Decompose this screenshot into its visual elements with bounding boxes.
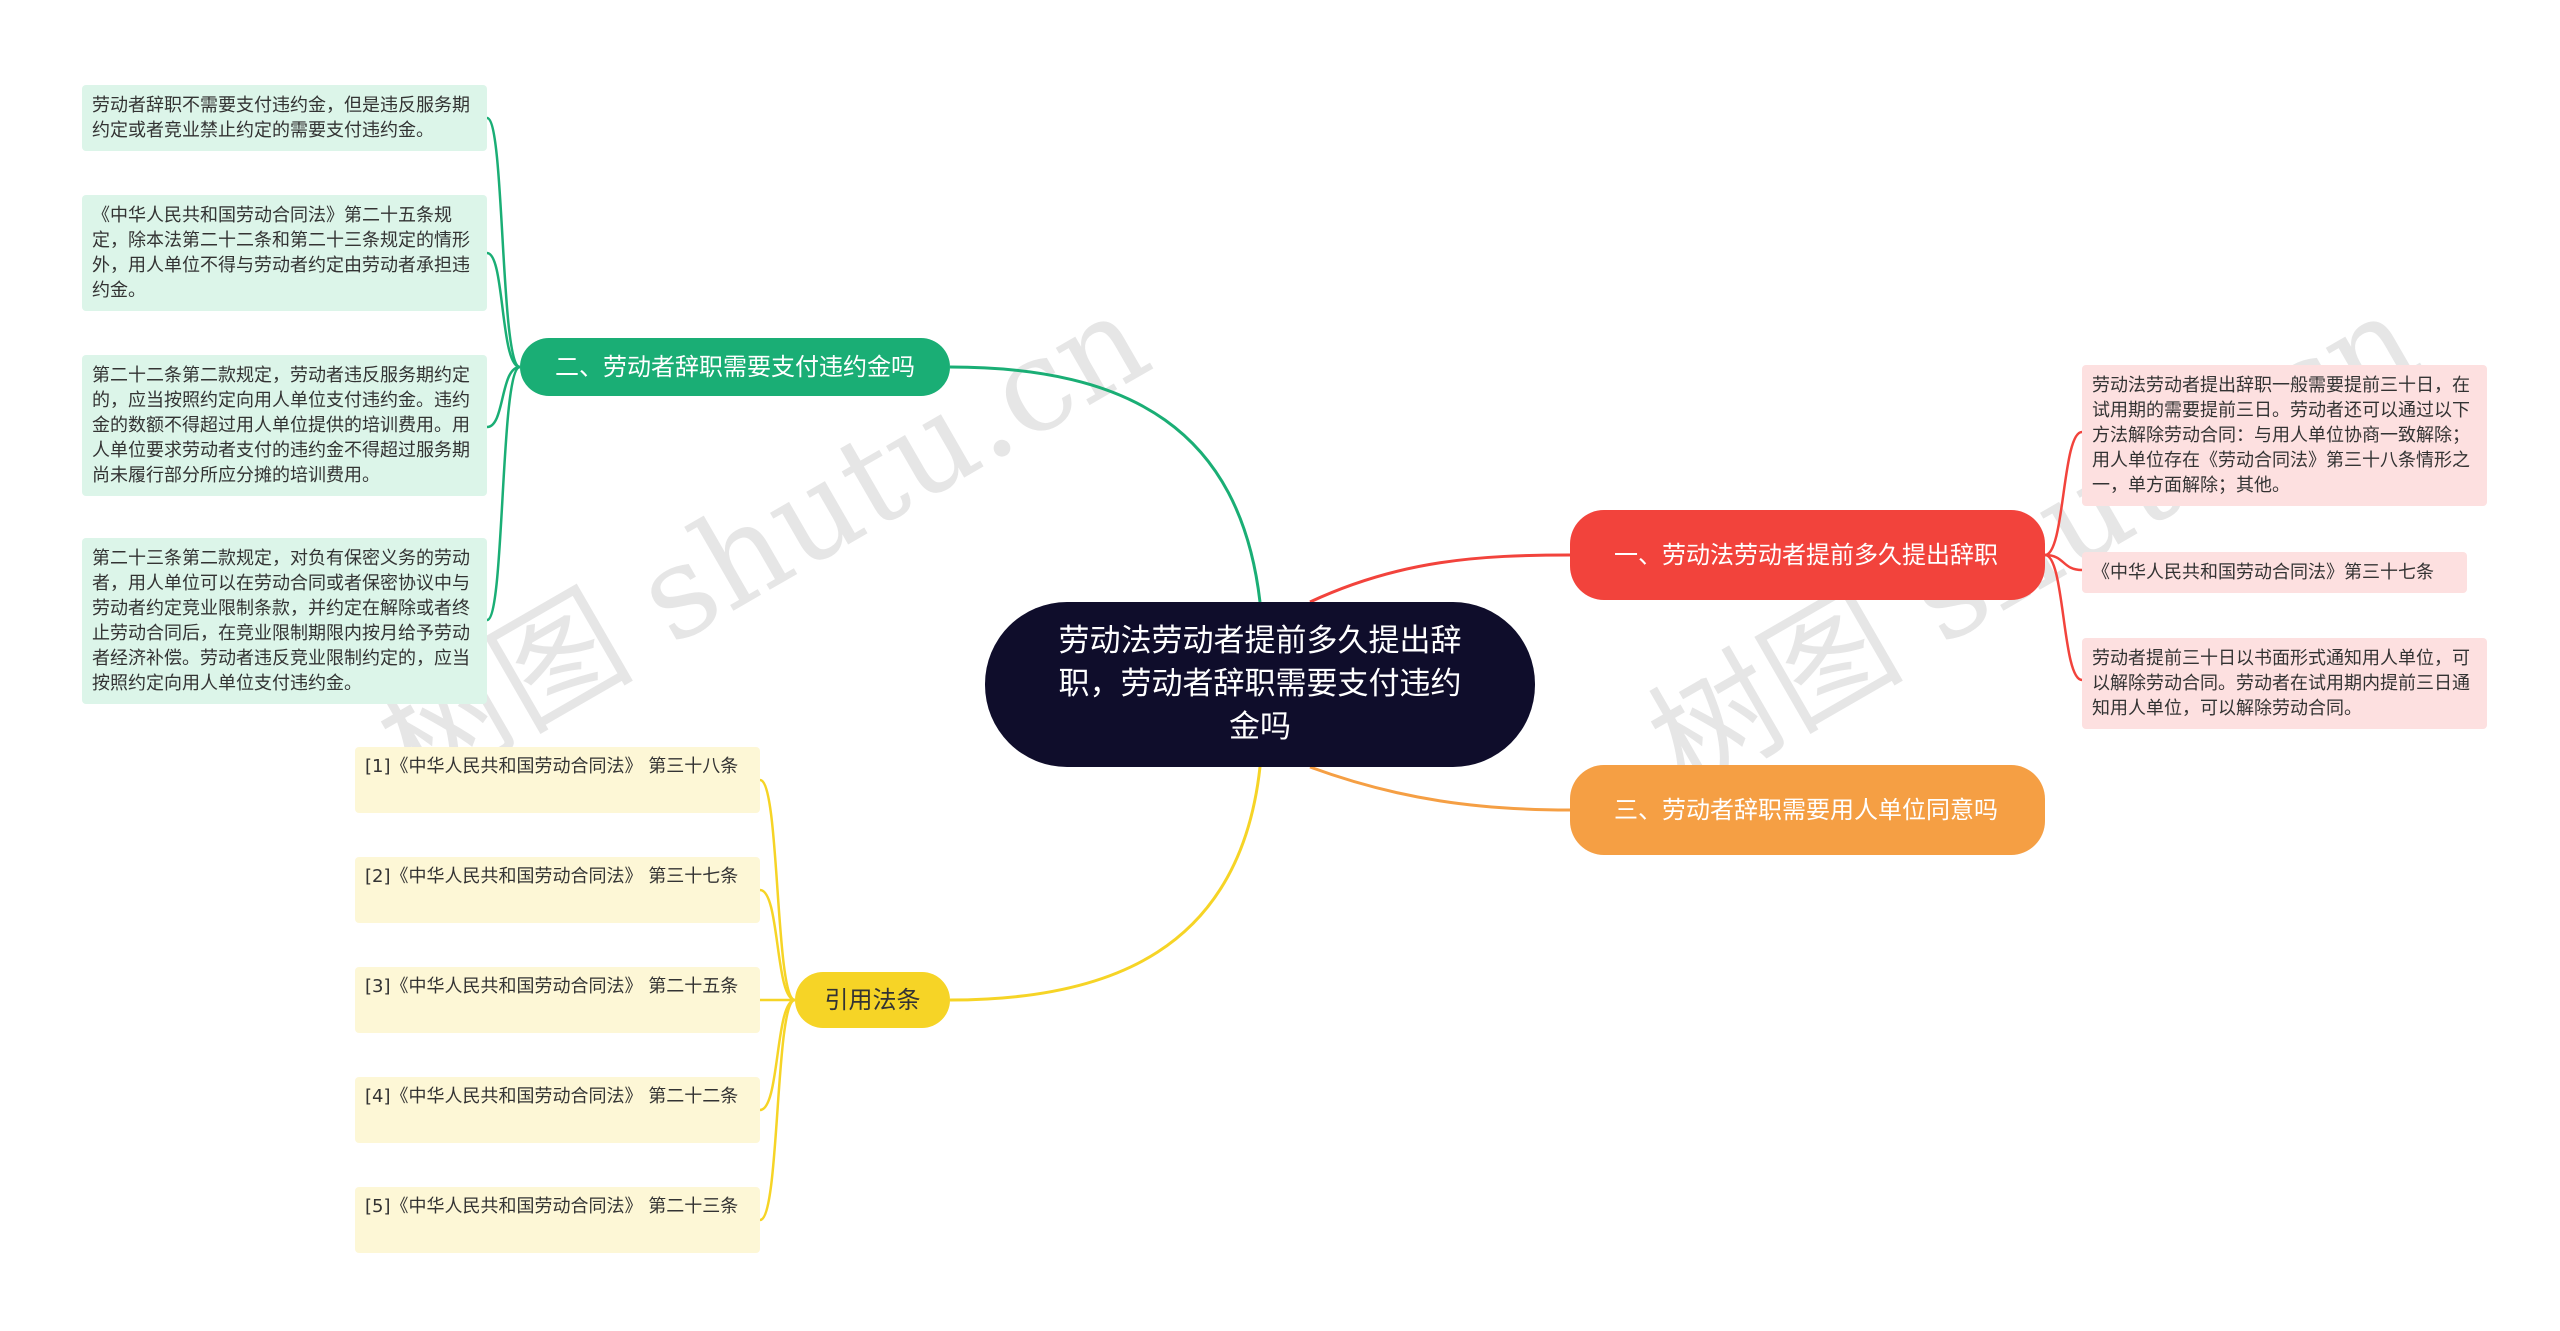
connector-red-leaf-2 [2044,553,2083,572]
connector-root-green [949,365,1262,603]
connector-red-leaf-3 [2044,553,2083,682]
leaf-red-1[interactable]: 劳动法劳动者提出辞职一般需要提前三十日，在试用期的需要提前三日。劳动者还可以通过… [2082,365,2487,506]
connector-green-leaf-1 [485,116,522,369]
branch-red-node[interactable]: 一、劳动法劳动者提前多久提出辞职 [1570,510,2045,600]
leaf-red-3[interactable]: 劳动者提前三十日以书面形式通知用人单位，可以解除劳动合同。劳动者在试用期内提前三… [2082,638,2487,729]
branch-orange-label: 三、劳动者辞职需要用人单位同意吗 [1614,796,1998,824]
leaf-green-1[interactable]: 劳动者辞职不需要支付违约金，但是违反服务期约定或者竞业禁止约定的需要支付违约金。 [82,85,487,151]
leaf-yellow-1[interactable]: [1]《中华人民共和国劳动合同法》 第三十八条 [355,747,760,813]
branch-green-label: 二、劳动者辞职需要支付违约金吗 [555,353,915,381]
leaf-yellow-5[interactable]: [5]《中华人民共和国劳动合同法》 第二十三条 [355,1187,760,1253]
leaf-red-2[interactable]: 《中华人民共和国劳动合同法》第三十七条 [2082,552,2467,593]
branch-red-label: 一、劳动法劳动者提前多久提出辞职 [1614,541,1998,569]
leaf-yellow-4[interactable]: [4]《中华人民共和国劳动合同法》 第二十二条 [355,1077,760,1143]
connector-root-red [1309,553,1571,604]
connector-green-leaf-3 [486,365,521,429]
connector-yellow-leaf-1 [759,778,796,1002]
branch-orange-node[interactable]: 三、劳动者辞职需要用人单位同意吗 [1570,765,2045,855]
leaf-yellow-2[interactable]: [2]《中华人民共和国劳动合同法》 第三十七条 [355,857,760,923]
branch-yellow-label: 引用法条 [824,986,921,1014]
connector-green-leaf-4 [485,365,521,622]
root-node[interactable]: 劳动法劳动者提前多久提出辞职，劳动者辞职需要支付违约金吗 [985,602,1535,767]
connector-yellow-leaf-4 [759,998,796,1112]
root-title: 劳动法劳动者提前多久提出辞职，劳动者辞职需要支付违约金吗 [1058,623,1462,745]
connector-yellow-leaf-5 [759,998,796,1222]
leaf-yellow-3[interactable]: [3]《中华人民共和国劳动合同法》 第二十五条 [355,967,760,1033]
connector-red-leaf-1 [2044,430,2083,557]
connector-yellow-leaf-2 [759,888,796,1002]
leaf-green-2[interactable]: 《中华人民共和国劳动合同法》第二十五条规定，除本法第二十二条和第二十三条规定的情… [82,195,487,311]
connector-green-leaf-2 [486,251,521,369]
branch-green-node[interactable]: 二、劳动者辞职需要支付违约金吗 [520,338,950,396]
branch-yellow-node[interactable]: 引用法条 [795,972,950,1028]
leaf-green-3[interactable]: 第二十二条第二款规定，劳动者违反服务期约定的，应当按照约定向用人单位支付违约金。… [82,355,487,496]
leaf-green-4[interactable]: 第二十三条第二款规定，对负有保密义务的劳动者，用人单位可以在劳动合同或者保密协议… [82,538,487,704]
connector-root-orange [1309,765,1571,812]
connector-root-yellow [949,766,1262,1002]
